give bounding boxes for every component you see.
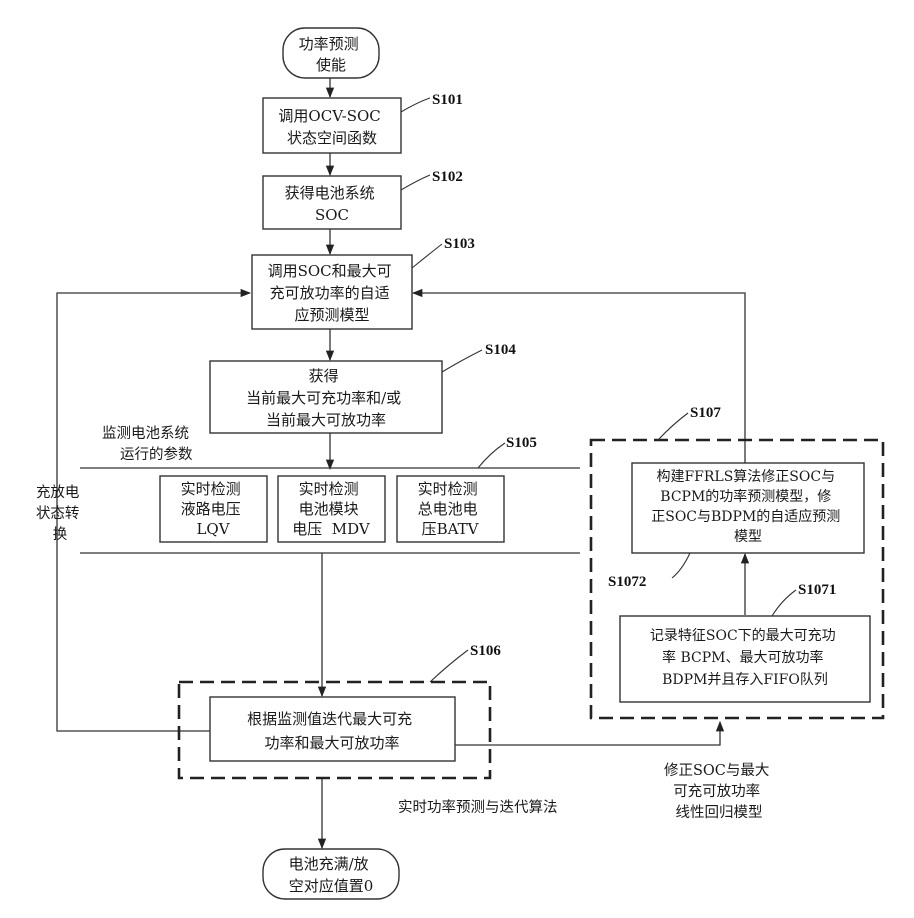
monitor-label: 监测电池系统 运行的参数 [102,425,194,463]
step-label-s105: S105 [506,435,537,451]
charge-switch-label: 充放电 状态转 换 [36,484,84,543]
step-label-s107: S107 [690,405,721,421]
step-label-s106: S106 [470,643,501,659]
s105-batv-text: 实时检测 总电池电 压BATV [418,480,483,538]
leader-s106 [430,650,468,682]
feedback-loop-model-update [413,293,745,463]
leader-s107 [658,413,688,440]
leader-s1071 [772,590,796,616]
leader-s104 [442,350,482,372]
leader-s102 [401,175,430,190]
s1071-text: 记录特征SOC下的最大可充功 率 BCPM、最大可放功率 BDPM并且存入FIF… [650,628,840,688]
step-label-s103: S103 [444,236,475,252]
step-label-s1072: S1072 [608,574,646,590]
leader-s101 [401,98,430,112]
leader-s105 [478,443,505,468]
step-label-s102: S102 [432,169,463,185]
arrow-s106-to-s107 [455,722,720,745]
s105-mdv-text: 实时检测 电池模块 电压 MDV [292,480,371,538]
leader-s103 [412,244,442,268]
step-label-s104: S104 [485,342,516,358]
realtime-label: 实时功率预测与迭代算法 [398,799,558,816]
step-label-s101: S101 [432,92,463,108]
regression-label: 修正SOC与最大 可充可放功率 线性回归模型 [664,762,774,821]
leader-s1072 [672,553,690,578]
step-label-s1071: S1071 [798,582,836,598]
